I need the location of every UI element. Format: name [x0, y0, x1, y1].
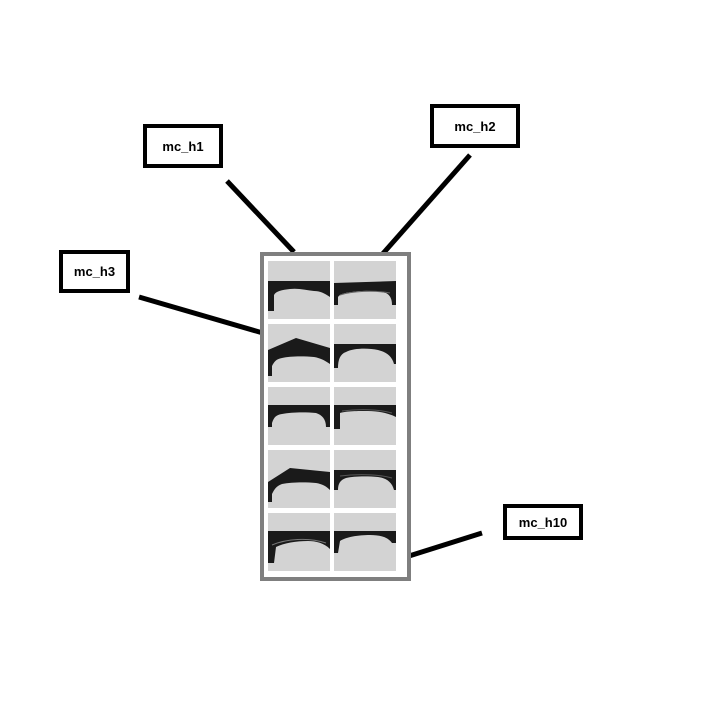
label-mc-h3: mc_h3	[59, 250, 130, 293]
hair-icon	[268, 468, 330, 502]
hair-tile-8[interactable]	[334, 450, 396, 508]
hair-palette	[260, 252, 411, 581]
hair-icon	[268, 281, 330, 311]
label-mc-h1: mc_h1	[143, 124, 223, 168]
hair-tile-10[interactable]	[334, 513, 396, 571]
hair-icon	[334, 344, 396, 368]
hair-tile-6[interactable]	[334, 387, 396, 445]
hair-tile-9[interactable]	[268, 513, 330, 571]
hair-icon	[268, 531, 330, 563]
label-mc-h10: mc_h10	[503, 504, 583, 540]
hair-palette-grid	[268, 261, 402, 572]
hair-tile-2[interactable]	[334, 261, 396, 319]
leader-line-h3	[138, 294, 281, 341]
hair-icon	[268, 338, 330, 376]
leader-line-h1	[225, 179, 296, 254]
hair-icon	[334, 405, 396, 429]
hair-tile-1[interactable]	[268, 261, 330, 319]
hair-tile-3[interactable]	[268, 324, 330, 382]
hair-icon	[334, 531, 396, 553]
hair-tile-5[interactable]	[268, 387, 330, 445]
hair-icon	[268, 405, 330, 427]
hair-icon	[334, 470, 396, 490]
leader-line-h2	[377, 153, 472, 260]
hair-tile-4[interactable]	[334, 324, 396, 382]
label-mc-h2: mc_h2	[430, 104, 520, 148]
hair-icon	[334, 281, 396, 305]
hair-tile-7[interactable]	[268, 450, 330, 508]
